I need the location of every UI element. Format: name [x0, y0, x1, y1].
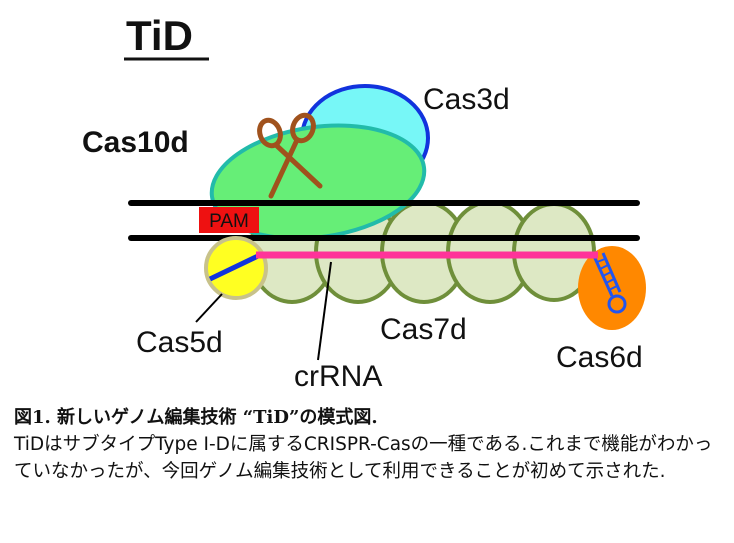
cas10d-label: Cas10d: [82, 126, 189, 159]
caption-body: TiDはサブタイプType I-Dに属するCRISPR-Casの一種である.これ…: [14, 434, 713, 482]
pam-label: PAM: [209, 211, 249, 232]
cas5d-label: Cas5d: [136, 326, 223, 359]
cas5d-leader: [195, 293, 223, 323]
caption-heading: 図1. 新しいゲノム編集技術 “TiD”の模式図.: [14, 407, 378, 428]
cas7d-label: Cas7d: [380, 313, 467, 346]
cas6d-label: Cas6d: [556, 341, 643, 374]
scissors-icon: [257, 112, 323, 199]
cas5d-strand: [208, 253, 260, 282]
crrna-label: crRNA: [294, 360, 382, 393]
pam-box: [199, 207, 259, 233]
crrna-hairpin: [592, 252, 627, 314]
figure-caption: 図1. 新しいゲノム編集技術 “TiD”の模式図. TiDはサブタイプType …: [14, 404, 724, 485]
cas3d-label: Cas3d: [423, 83, 510, 116]
diagram-title: TiD: [126, 12, 193, 59]
crrna-leader: [317, 261, 332, 361]
